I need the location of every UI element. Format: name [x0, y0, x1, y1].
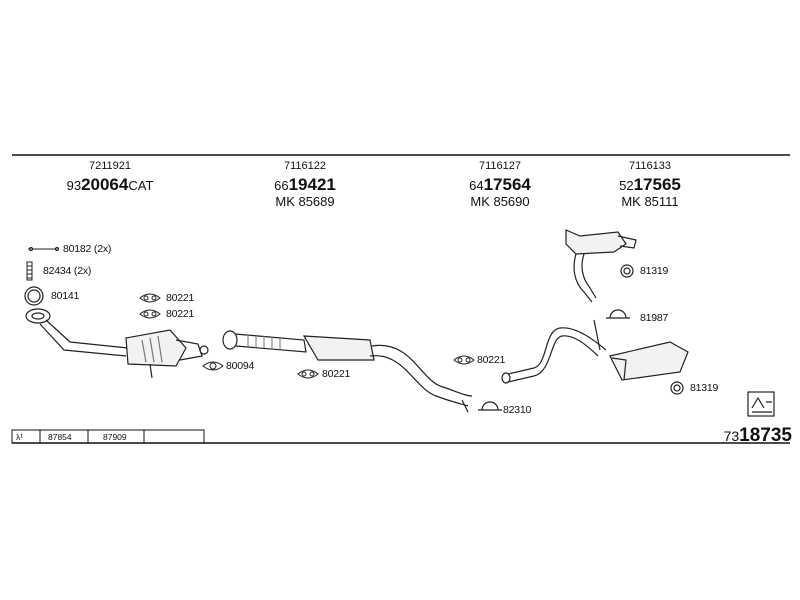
assembly-part-number: 5217565 — [580, 175, 720, 195]
clamp-icon — [478, 401, 502, 411]
rear-muffler-icon — [609, 341, 689, 381]
assembly-top-number: 7116122 — [283, 160, 326, 172]
rubber-mount-icon — [620, 264, 684, 395]
part-label: 80221 — [477, 354, 506, 366]
assembly-part-number: 9320064CAT — [40, 175, 180, 195]
bolt-icon — [28, 246, 60, 252]
flange-gasket-icon — [139, 293, 475, 379]
part-label: 81319 — [640, 265, 669, 277]
part-prefix: 66 — [274, 178, 289, 193]
ring-gasket-icon — [24, 286, 44, 306]
part-label: 80094 — [226, 360, 255, 372]
part-main: 17564 — [483, 175, 531, 194]
lambda-symbol: λ¹ — [16, 432, 24, 442]
part-label: 81319 — [690, 382, 719, 394]
footer-table — [11, 429, 205, 444]
part-prefix: 64 — [469, 178, 484, 193]
assembly-part-number: 6417564 — [430, 175, 570, 195]
catalytic-converter-icon — [25, 308, 209, 379]
assembly-mk-number: MK 85111 — [621, 194, 679, 209]
part-label: 80221 — [322, 368, 351, 380]
part-label: 80221 — [166, 308, 195, 320]
part-main: 17565 — [633, 175, 681, 194]
spring-icon — [26, 261, 33, 281]
rear-pipe-icon — [501, 319, 607, 384]
part-label: 80182 (2x) — [63, 243, 112, 255]
middle-muffler-icon — [222, 330, 473, 413]
assembly-top-number: 7211921 — [88, 160, 131, 172]
end-muffler-icon — [565, 229, 637, 303]
part-main: 19421 — [288, 175, 336, 194]
part-prefix: 93 — [66, 178, 82, 193]
part-suffix: CAT — [128, 178, 154, 193]
clamp-icon — [606, 309, 630, 319]
assembly-top-number: 7116127 — [478, 160, 521, 172]
assembly-part-number: 6619421 — [235, 175, 375, 195]
brand-logo-icon — [747, 391, 775, 417]
part-label: 80221 — [166, 292, 195, 304]
diagram-reference-number: 7318735 — [724, 425, 792, 447]
assembly-mk-number: MK 85690 — [470, 194, 530, 209]
footer-cell: 87909 — [103, 432, 127, 442]
footer-cell: 87854 — [48, 432, 72, 442]
ref-prefix: 73 — [723, 428, 740, 444]
ref-main: 18735 — [739, 425, 792, 446]
part-label: 82434 (2x) — [43, 265, 92, 277]
assembly-mk-number: MK 85689 — [275, 194, 335, 209]
part-label: 80141 — [51, 290, 80, 302]
part-main: 20064 — [81, 175, 129, 194]
part-prefix: 52 — [619, 178, 634, 193]
part-label: 82310 — [503, 404, 532, 416]
part-label: 81987 — [640, 312, 669, 324]
assembly-top-number: 7116133 — [628, 160, 671, 172]
